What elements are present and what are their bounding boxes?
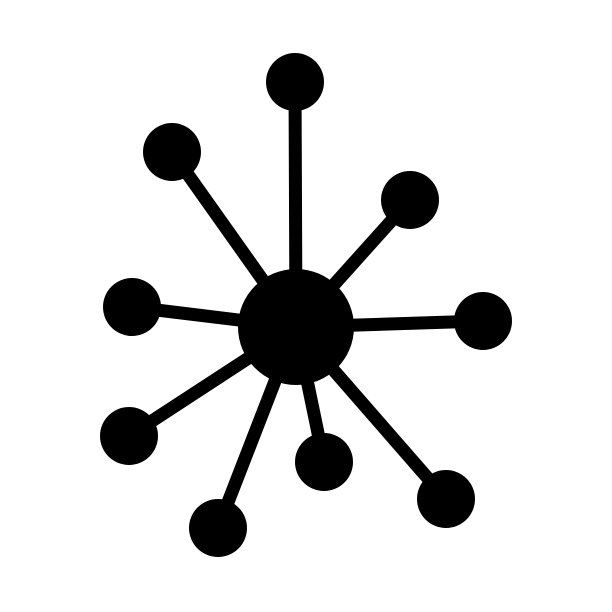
hub-node-icon xyxy=(238,269,354,385)
spoke-lower-right-node xyxy=(417,470,475,528)
spoke-upper-right-node xyxy=(381,171,439,229)
spoke-bottom-center-node xyxy=(295,433,353,491)
spoke-upper-left-node xyxy=(143,123,201,181)
spoke-right-node xyxy=(454,292,512,350)
spoke-bottom-left-node xyxy=(189,499,247,557)
spoke-lower-left-node xyxy=(100,407,158,465)
spoke-left-node xyxy=(103,278,161,336)
spoke-top-node xyxy=(266,53,324,111)
